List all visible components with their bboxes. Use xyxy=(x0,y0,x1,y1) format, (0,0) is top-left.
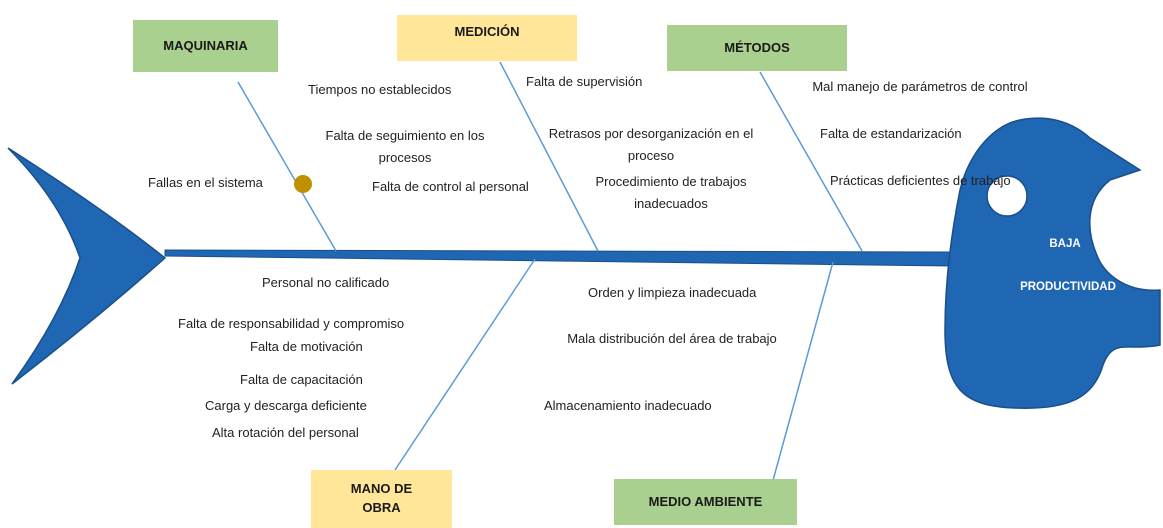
fish-head xyxy=(944,117,1161,409)
category-maquinaria: MAQUINARIA xyxy=(133,20,278,72)
cause-metodos-supervision-0: Falta de supervisión xyxy=(526,74,643,89)
fish-eye xyxy=(986,175,1028,217)
bone-mano-de-obra xyxy=(394,258,536,471)
cause-mano-de-obra-5: Alta rotación del personal xyxy=(212,425,359,440)
fish-tail xyxy=(7,147,167,385)
cause-medicion-0: Tiempos no establecidos xyxy=(308,82,452,97)
bone-metodos xyxy=(759,71,863,252)
cause-metodos-1: Falta de estandarización xyxy=(820,126,962,141)
cause-medio-ambiente-0: Orden y limpieza inadecuada xyxy=(588,285,757,300)
cause-medicion-1: Falta de seguimiento en los procesos xyxy=(325,128,485,165)
cause-medio-ambiente-1: Mala distribución del área de trabajo xyxy=(567,331,777,346)
cause-medio-ambiente-2: Almacenamiento inadecuado xyxy=(544,398,712,413)
cause-medicion-2: Falta de control al personal xyxy=(372,179,529,194)
category-medicion: MEDICIÓN xyxy=(397,15,577,61)
cause-metodos-2: Prácticas deficientes de trabajo xyxy=(830,173,1011,188)
category-medio-ambiente: MEDIO AMBIENTE xyxy=(614,479,797,525)
cause-mano-de-obra-3: Falta de capacitación xyxy=(240,372,363,387)
category-mano-de-obra-label: MANO DE OBRA xyxy=(350,481,413,515)
bone-medicion xyxy=(499,61,599,252)
cause-metodos-supervision-2: Procedimiento de trabajos inadecuados xyxy=(595,174,747,211)
cause-mano-de-obra-0: Personal no calificado xyxy=(262,275,390,290)
cause-maquinaria-0: Fallas en el sistema xyxy=(148,175,263,190)
cause-mano-de-obra-2: Falta de motivación xyxy=(250,339,363,354)
cause-mano-de-obra-4: Carga y descarga deficiente xyxy=(205,398,367,413)
cause-mano-de-obra-1: Falta de responsabilidad y compromiso xyxy=(178,316,405,331)
category-mano-de-obra: MANO DE OBRA xyxy=(311,470,452,528)
effect-line1: BAJA xyxy=(1049,238,1081,250)
effect-line2: PRODUCTIVIDAD xyxy=(1020,281,1116,293)
bone-maquinaria xyxy=(237,81,337,252)
category-metodos: MÉTODOS xyxy=(667,25,847,71)
bone-medio-ambiente xyxy=(771,261,834,485)
cause-metodos-supervision-1: Retrasos por desorganización en el proce… xyxy=(548,126,754,163)
marker-dot xyxy=(294,175,312,193)
cause-metodos-0: Mal manejo de parámetros de control xyxy=(812,79,1028,94)
